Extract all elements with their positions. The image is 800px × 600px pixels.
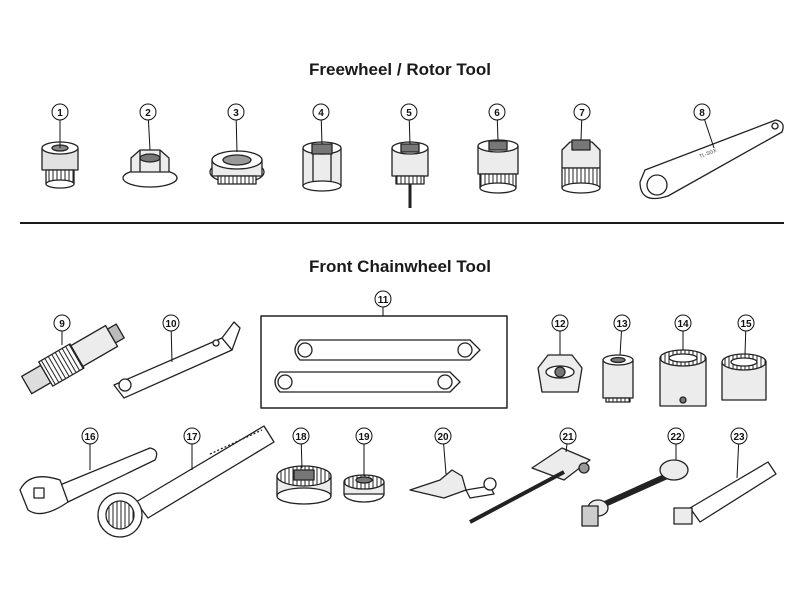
callout-number-17: 17 (186, 432, 198, 443)
callout-number-20: 20 (437, 432, 449, 443)
callout-11: 11 (374, 290, 392, 316)
tool-6-freewheel-tool (477, 139, 519, 194)
tool-14-bb-cup-tool (659, 349, 707, 407)
callout-8: 8 (693, 103, 715, 149)
callout-number-23: 23 (733, 432, 745, 443)
callout-3: 3 (227, 103, 245, 153)
section-title-front-chainwheel-tool: Front Chainwheel Tool (309, 257, 491, 276)
callout-number-16: 16 (84, 432, 96, 443)
callout-number-2: 2 (145, 108, 151, 119)
callout-number-8: 8 (699, 108, 705, 119)
tool-12-lockring-pin-tool (537, 354, 583, 393)
tool-7-freewheel-tool-with-flats (561, 139, 601, 194)
callout-16: 16 (81, 427, 99, 470)
callout-5: 5 (400, 103, 418, 145)
callout-18: 18 (292, 427, 310, 469)
tool-17-hollowtech-wrench (97, 425, 275, 538)
tool-10-pin-spanner (113, 321, 241, 399)
tool-3-lockring-tool (209, 150, 265, 185)
callout-number-13: 13 (616, 319, 628, 330)
callout-6: 6 (488, 103, 506, 141)
tool-15-bb-spline-tool (721, 353, 767, 401)
callout-17: 17 (183, 427, 201, 470)
callout-number-14: 14 (677, 319, 689, 330)
callout-22: 22 (667, 427, 685, 460)
tool-23-extension-bar (673, 461, 777, 525)
tool-22-bearing-press (581, 459, 689, 527)
section-divider (20, 222, 784, 224)
callout-number-18: 18 (295, 432, 307, 443)
tool-13-bb-adapter (602, 354, 634, 403)
callout-number-10: 10 (165, 319, 177, 330)
tool-9-bb-cartridge-tool (21, 323, 125, 395)
callout-number-1: 1 (57, 108, 63, 119)
tool-2-rotor-lockring-tool (122, 149, 178, 188)
callout-9: 9 (53, 314, 71, 345)
callout-23: 23 (730, 427, 748, 479)
tool-11-cone-wrench-set (260, 315, 508, 409)
callout-number-15: 15 (740, 319, 752, 330)
tool-1-freewheel-remover (41, 141, 79, 189)
callout-number-11: 11 (378, 295, 389, 306)
callout-number-7: 7 (579, 108, 585, 119)
callout-2: 2 (139, 103, 157, 151)
callout-14: 14 (674, 314, 692, 350)
tool-5-cassette-tool-with-pin (391, 141, 429, 208)
callout-1: 1 (51, 103, 69, 148)
callout-number-21: 21 (562, 432, 574, 443)
callout-number-9: 9 (59, 319, 65, 330)
callout-4: 4 (312, 103, 330, 145)
callout-15: 15 (737, 314, 755, 355)
callout-number-22: 22 (670, 432, 682, 443)
callout-number-4: 4 (318, 108, 324, 119)
tool-19-cap-tool (343, 474, 385, 503)
tool-20-hex-key (409, 469, 497, 499)
callout-number-19: 19 (358, 432, 370, 443)
callout-12: 12 (551, 314, 569, 355)
callout-number-5: 5 (406, 108, 412, 119)
callout-7: 7 (573, 103, 591, 141)
callout-number-3: 3 (233, 108, 239, 119)
tool-8-lockring-wrench: TL-SGX (639, 119, 784, 200)
callout-number-6: 6 (494, 108, 500, 119)
callout-10: 10 (162, 314, 180, 363)
callout-20: 20 (434, 427, 452, 475)
callout-19: 19 (355, 427, 373, 476)
callout-number-12: 12 (554, 319, 566, 330)
callout-13: 13 (613, 314, 631, 356)
tool-18-crank-cap-tool (276, 465, 332, 505)
callout-21: 21 (559, 427, 577, 453)
tool-16-bb-wrench (19, 447, 158, 515)
section-title-freewheel-rotor-tool: Freewheel / Rotor Tool (309, 60, 491, 79)
tool-21-t-handle-tool (469, 447, 591, 524)
tool-4-cassette-lockring-tool (302, 141, 342, 192)
